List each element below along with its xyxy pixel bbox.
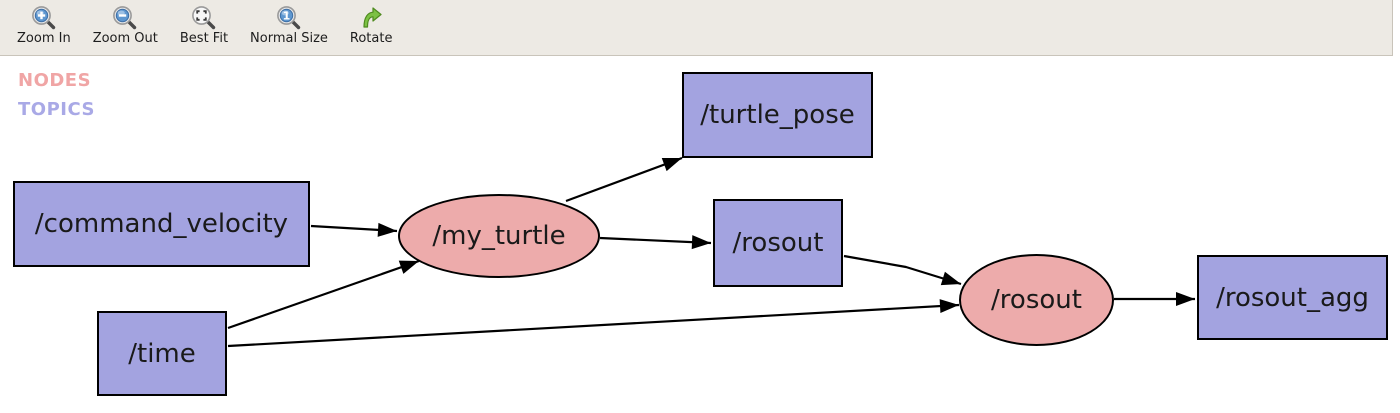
arrowhead-time-to-rosout_node: [939, 299, 959, 314]
graph-topic-label: /rosout: [732, 228, 824, 258]
best-fit-button[interactable]: Best Fit: [171, 3, 237, 47]
zoom-in-icon: [31, 5, 57, 31]
graph-topic-turtle_pose[interactable]: /turtle_pose: [682, 72, 873, 158]
graph-node-label: /rosout: [991, 285, 1082, 315]
zoom-out-button[interactable]: Zoom Out: [84, 3, 167, 47]
toolbar: Zoom In Zoom Out: [0, 0, 1393, 56]
graph-topic-label: /time: [128, 338, 196, 369]
rotate-icon: [358, 5, 384, 31]
arrowhead-my_turtle-to-turtle_pose: [661, 158, 682, 172]
graph-topic-rosout_topic[interactable]: /rosout: [713, 199, 843, 287]
normal-size-icon: 1: [276, 5, 302, 31]
arrowhead-my_turtle-to-rosout_topic: [691, 235, 711, 250]
edge-rosout_topic-to-rosout_node: [843, 254, 962, 286]
graph-node-rosout_node[interactable]: /rosout: [959, 254, 1114, 346]
arrowhead-rosout_node-to-rosout_agg: [1176, 292, 1195, 306]
graph-topic-label: /command_velocity: [34, 209, 289, 239]
arrowhead-command_velocity-to-my_turtle: [377, 222, 397, 237]
edge-time-to-rosout_node: [227, 303, 960, 348]
rotate-button[interactable]: Rotate: [341, 3, 402, 47]
toolbar-button-label: Rotate: [349, 31, 393, 46]
edge-time-to-my_turtle: [227, 259, 420, 330]
toolbar-button-label: Zoom Out: [92, 31, 158, 46]
legend-topics-label: TOPICS: [18, 99, 95, 120]
edge-command_velocity-to-my_turtle: [310, 224, 398, 233]
graph-topic-command_velocity[interactable]: /command_velocity: [13, 181, 310, 267]
toolbar-button-label: Best Fit: [179, 31, 229, 46]
arrowhead-time-to-my_turtle: [398, 260, 419, 274]
zoom-in-button[interactable]: Zoom In: [8, 3, 80, 47]
graph-topic-time[interactable]: /time: [97, 311, 227, 396]
graph-topic-label: /turtle_pose: [700, 100, 855, 130]
graph-node-label: /my_turtle: [432, 221, 566, 251]
edge-my_turtle-to-turtle_pose: [565, 156, 683, 203]
toolbar-button-label: Zoom In: [17, 31, 71, 46]
normal-size-button[interactable]: 1 Normal Size: [241, 3, 337, 47]
arrowhead-rosout_topic-to-rosout_node: [940, 271, 961, 286]
graph-topic-rosout_agg[interactable]: /rosout_agg: [1197, 255, 1388, 340]
toolbar-button-label: Normal Size: [250, 31, 328, 46]
best-fit-icon: [191, 5, 217, 31]
edge-my_turtle-to-rosout_topic: [599, 236, 712, 245]
svg-text:1: 1: [283, 10, 291, 23]
zoom-out-icon: [112, 5, 138, 31]
graph-node-my_turtle[interactable]: /my_turtle: [398, 194, 600, 278]
graph-topic-label: /rosout_agg: [1216, 282, 1369, 313]
legend-nodes-label: NODES: [18, 70, 92, 91]
